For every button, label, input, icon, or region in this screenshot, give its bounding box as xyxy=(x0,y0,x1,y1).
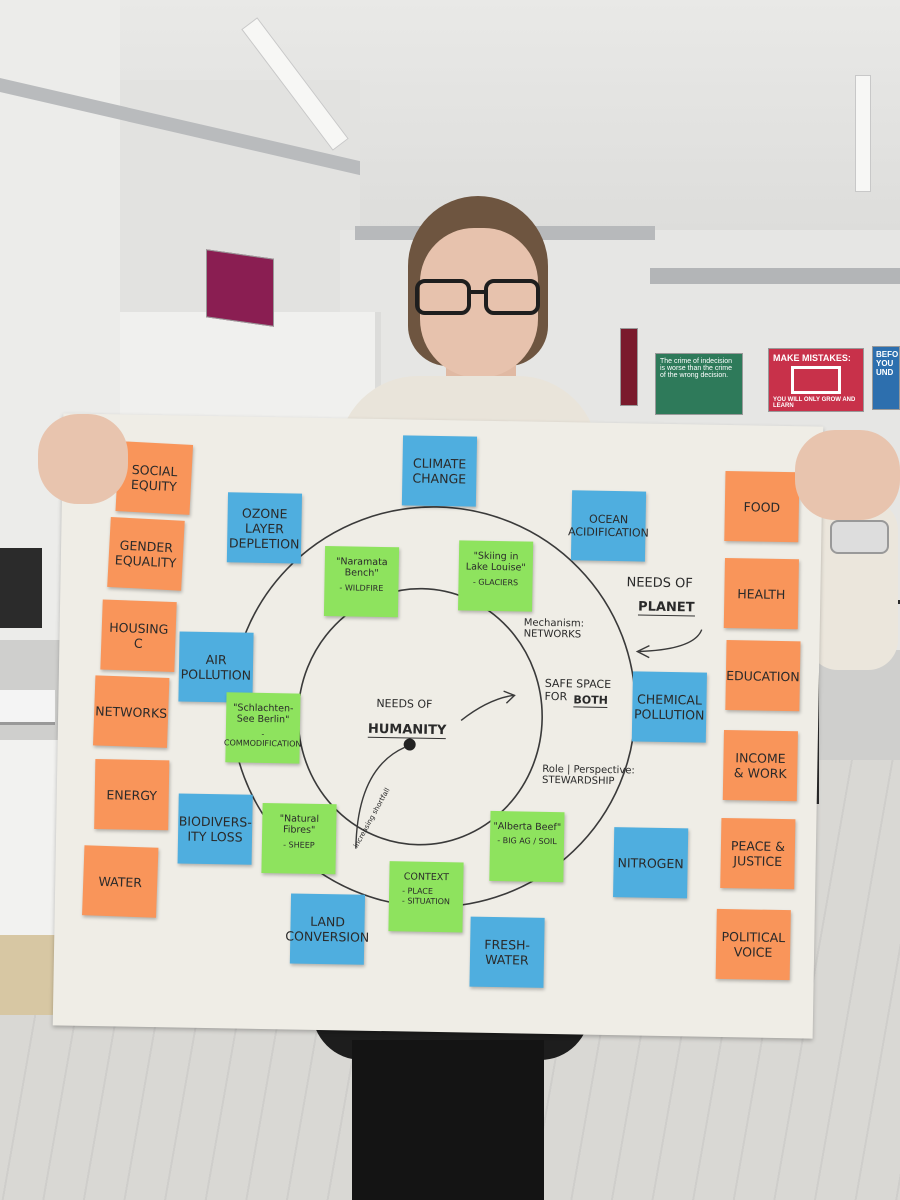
quote-poster-text: The crime of indecision is worse than th… xyxy=(660,358,732,379)
checkbox-icon xyxy=(791,366,841,394)
center-title: NEEDS OF xyxy=(376,696,433,711)
note-text: "Skiing in Lake Louise" xyxy=(465,550,526,574)
arrow-icon xyxy=(635,629,703,659)
center-dot xyxy=(403,738,416,751)
mechanism-label: Mechanism: NETWORKS xyxy=(523,617,585,641)
computer-monitor xyxy=(0,548,42,628)
note-political-voice: POLITICAL VOICE xyxy=(715,908,791,981)
note-ocean-acidification: OCEAN ACIDIFICATION xyxy=(568,490,649,562)
note-networks: NETWORKS xyxy=(93,675,170,748)
note-alberta-beef: "Alberta Beef" - BIG AG / SOIL xyxy=(489,810,565,883)
note-skiing-lake-louise: "Skiing in Lake Louise" - GLACIERS xyxy=(458,540,534,612)
note-subtext: - GLACIERS xyxy=(472,577,519,588)
note-subtext: - SHEEP xyxy=(283,840,315,850)
note-chemical-pollution: CHEMICAL POLLUTION xyxy=(631,671,707,743)
ceiling-beam xyxy=(650,268,900,284)
note-income-work: INCOME & WORK xyxy=(722,729,798,802)
note-energy: ENERGY xyxy=(94,759,170,831)
note-health: HEALTH xyxy=(723,557,799,630)
flipchart-board: NEEDS OF HUMANITY NEEDS OF PLANET Mechan… xyxy=(52,413,824,1039)
note-text: "Natural Fibres" xyxy=(279,813,320,837)
left-hand xyxy=(38,414,128,504)
poster-title: MAKE MISTAKES: xyxy=(773,353,851,363)
glasses-icon xyxy=(415,279,540,315)
note-freshwater: FRESH- WATER xyxy=(469,916,545,988)
note-schlachtensee-berlin: "Schlachten-See Berlin" - COMMODIFICATION xyxy=(223,692,302,764)
arrow-icon xyxy=(460,690,516,721)
partition-wall xyxy=(120,312,381,422)
note-naramata-bench: "Naramata Bench" - WILDFIRE xyxy=(323,546,400,618)
watch-icon xyxy=(830,520,889,554)
role-label: Role | Perspective: STEWARDSHIP xyxy=(541,763,635,788)
note-climate-change: CLIMATE CHANGE xyxy=(401,435,478,507)
note-biodiversity-loss: BIODIVERS- ITY LOSS xyxy=(177,793,253,865)
note-peace-justice: PEACE & JUSTICE xyxy=(720,817,796,890)
note-gender-equality: GENDER EQUALITY xyxy=(107,516,185,591)
safe-space-word: BOTH xyxy=(573,693,609,708)
legs xyxy=(352,1040,544,1200)
planet-word: PLANET xyxy=(637,599,695,617)
note-housing: HOUSING C xyxy=(100,599,177,673)
note-context: CONTEXT - PLACE - SITUATION xyxy=(388,861,464,933)
spiral-arrow xyxy=(355,746,405,849)
right-hand xyxy=(795,430,900,520)
note-subtext: - WILDFIRE xyxy=(339,583,384,593)
note-nitrogen: NITROGEN xyxy=(613,827,689,899)
center-word: HUMANITY xyxy=(367,721,447,740)
note-natural-fibres: "Natural Fibres" - SHEEP xyxy=(261,802,337,875)
desk-cabinet xyxy=(0,935,55,1015)
paper-stack xyxy=(0,690,55,725)
blue-poster-text: BEFO YOU UND xyxy=(876,350,899,377)
make-mistakes-poster: MAKE MISTAKES: YOU WILL ONLY GROW AND LE… xyxy=(768,348,864,412)
note-text: "Alberta Beef" xyxy=(493,820,562,834)
ceiling-light xyxy=(855,75,871,192)
planet-title: NEEDS OF xyxy=(626,575,693,592)
note-subtext: - PLACE - SITUATION xyxy=(401,886,451,907)
note-text: "Naramata Bench" xyxy=(335,556,388,580)
note-text: "Schlachten-See Berlin" xyxy=(233,702,294,726)
note-subtext: - BIG AG / SOIL xyxy=(497,836,557,847)
wall-poster xyxy=(620,328,638,406)
blue-poster: BEFO YOU UND xyxy=(872,346,900,410)
note-food: FOOD xyxy=(724,470,800,543)
wall-poster xyxy=(206,249,274,327)
face xyxy=(420,228,538,378)
note-land-conversion: LAND CONVERSION xyxy=(285,893,369,965)
note-water: WATER xyxy=(82,845,159,918)
note-ozone-depletion: OZONE LAYER DEPLETION xyxy=(226,492,303,564)
note-education: EDUCATION xyxy=(725,640,801,712)
note-subtext: - COMMODIFICATION xyxy=(223,729,302,749)
quote-poster: The crime of indecision is worse than th… xyxy=(655,353,743,415)
poster-subtitle: YOU WILL ONLY GROW AND LEARN xyxy=(773,397,856,409)
note-text: CONTEXT xyxy=(403,871,450,884)
